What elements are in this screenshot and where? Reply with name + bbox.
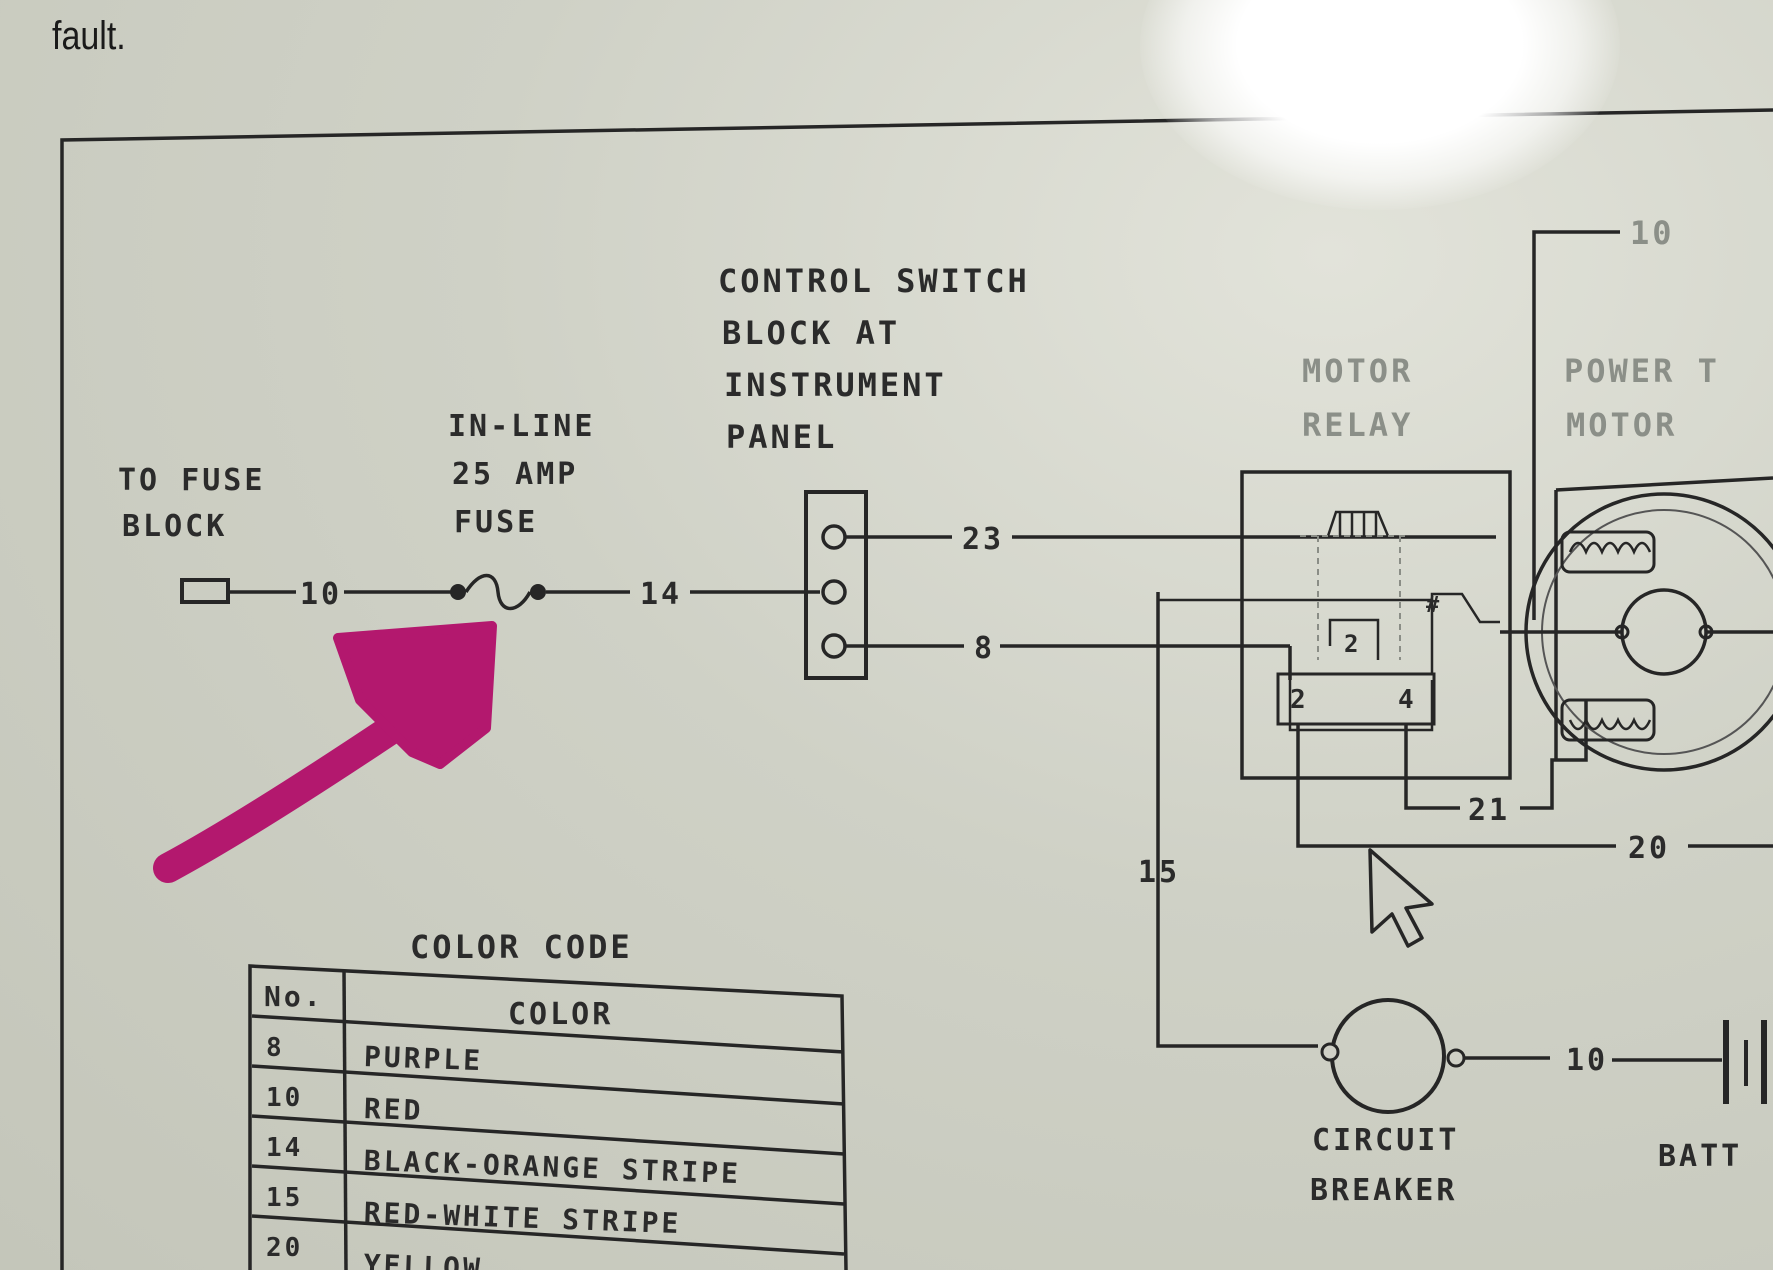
motor-relay-label-1: MOTOR [1302,352,1413,390]
relay-terminal-label-1: 2 [1290,685,1309,715]
wire-label-10-power: 10 [1630,214,1675,252]
wire-label-8: 8 [974,631,995,666]
wire-10-power-vertical [1532,230,1620,620]
switch-terminal-top [821,524,847,550]
circuit-breaker-symbol [1330,998,1446,1114]
switch-terminal-bottom [821,633,847,659]
relay-contact-link [1328,618,1380,660]
fuse-block-terminal [180,578,230,604]
inline-fuse-label-2: 25 AMP [452,457,578,492]
table-cell-color: BLACK-ORANGE STRIPE [363,1144,741,1190]
wire-20-left [1296,724,1616,848]
table-header-no: No. [264,980,324,1013]
wire-label-20: 20 [1628,831,1670,866]
control-switch-label-2: BLOCK AT [722,314,900,352]
inline-fuse-label-1: IN-LINE [448,409,595,444]
wire-label-23: 23 [962,522,1004,557]
table-header-color: COLOR [508,997,613,1032]
circuit-breaker-label-2: BREAKER [1310,1173,1457,1208]
table-cell-color: RED-WHITE STRIPE [363,1196,682,1240]
power-motor-armature [1620,588,1708,676]
wire-label-10-battery: 10 [1566,1043,1608,1078]
wire-21-left [1404,724,1460,810]
motor-field-winding-top [1560,530,1656,574]
switch-terminal-middle [821,579,847,605]
annotation-arrow [153,621,497,883]
relay-coil [1326,510,1390,537]
motor-field-winding-bottom [1560,698,1656,742]
relay-motor-mark: # [1426,593,1442,618]
inline-fuse-symbol [450,573,546,611]
battery-label: BATT [1658,1139,1742,1174]
control-switch-block [804,490,868,680]
table-cell-no: 10 [266,1083,303,1113]
caption-text: fault. [52,14,126,58]
wire-label-15: 15 [1138,855,1180,890]
fuse-block-label-2: BLOCK [122,509,227,544]
control-switch-label-4: PANEL [726,418,837,456]
wire-label-14: 14 [640,577,682,612]
control-switch-label-1: CONTROL SWITCH [718,262,1030,300]
circuit-breaker-terminal-left [1320,1042,1340,1062]
circuit-breaker-label-1: CIRCUIT [1312,1123,1459,1158]
wire-label-10-fuse: 10 [300,577,342,612]
table-cell-no: 20 [266,1233,303,1263]
battery-symbol [1723,1020,1767,1104]
relay-motor-lead [1430,592,1500,624]
table-cell-color: PURPLE [363,1040,483,1077]
motor-relay-box [1240,470,1512,780]
wire-label-21: 21 [1468,793,1510,828]
motor-relay-label-2: RELAY [1302,406,1413,444]
color-code-title: COLOR CODE [410,928,633,966]
control-switch-label-3: INSTRUMENT [724,366,947,404]
table-cell-no: 8 [266,1033,285,1063]
color-code-rows: 8 PURPLE 10 RED 14 BLACK-ORANGE STRIPE 15 RED-W… [266,1033,741,1270]
motor-brush-left [1614,624,1630,640]
power-motor-housing-top [1555,476,1773,492]
power-motor-label-2: MOTOR [1566,406,1677,444]
table-cell-color: YELLOW [363,1248,483,1270]
motor-brush-right [1698,624,1714,640]
color-code-table [248,964,848,1270]
mouse-pointer-icon [1368,848,1434,948]
inline-fuse-label-3: FUSE [454,505,538,540]
fuse-block-label-1: TO FUSE [118,463,265,498]
relay-terminal-strip [1276,672,1436,726]
circuit-breaker-terminal-right [1446,1048,1466,1068]
relay-terminal-label-2: 4 [1398,685,1417,715]
relay-terminal-label-3: 2 [1344,630,1361,658]
relay-contact-bar [1288,680,1434,732]
table-cell-no: 15 [266,1183,303,1213]
table-cell-no: 14 [266,1133,303,1163]
wire-15-vertical [1156,592,1318,1048]
table-cell-color: RED [363,1092,424,1127]
wire-15-top [1158,598,1434,674]
power-motor-label-1: POWER T [1564,352,1720,390]
